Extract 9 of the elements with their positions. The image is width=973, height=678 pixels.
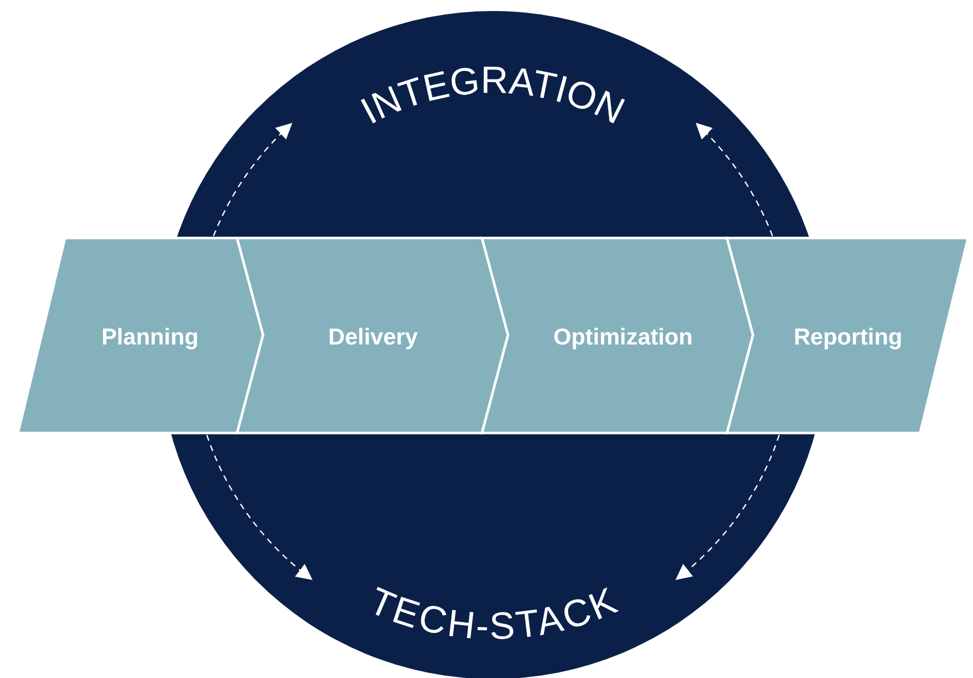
dashed-arrow	[675, 434, 780, 580]
step-label: Reporting	[794, 324, 902, 350]
dashed-arrow	[212, 122, 292, 236]
arc-heading: INTEGRATION	[354, 60, 631, 133]
step-label: Optimization	[553, 324, 693, 350]
arc-heading: TECH-STACK	[362, 580, 623, 649]
step-label: Planning	[101, 324, 199, 350]
dashed-arrow	[696, 122, 774, 236]
dashed-arrow	[206, 434, 313, 580]
